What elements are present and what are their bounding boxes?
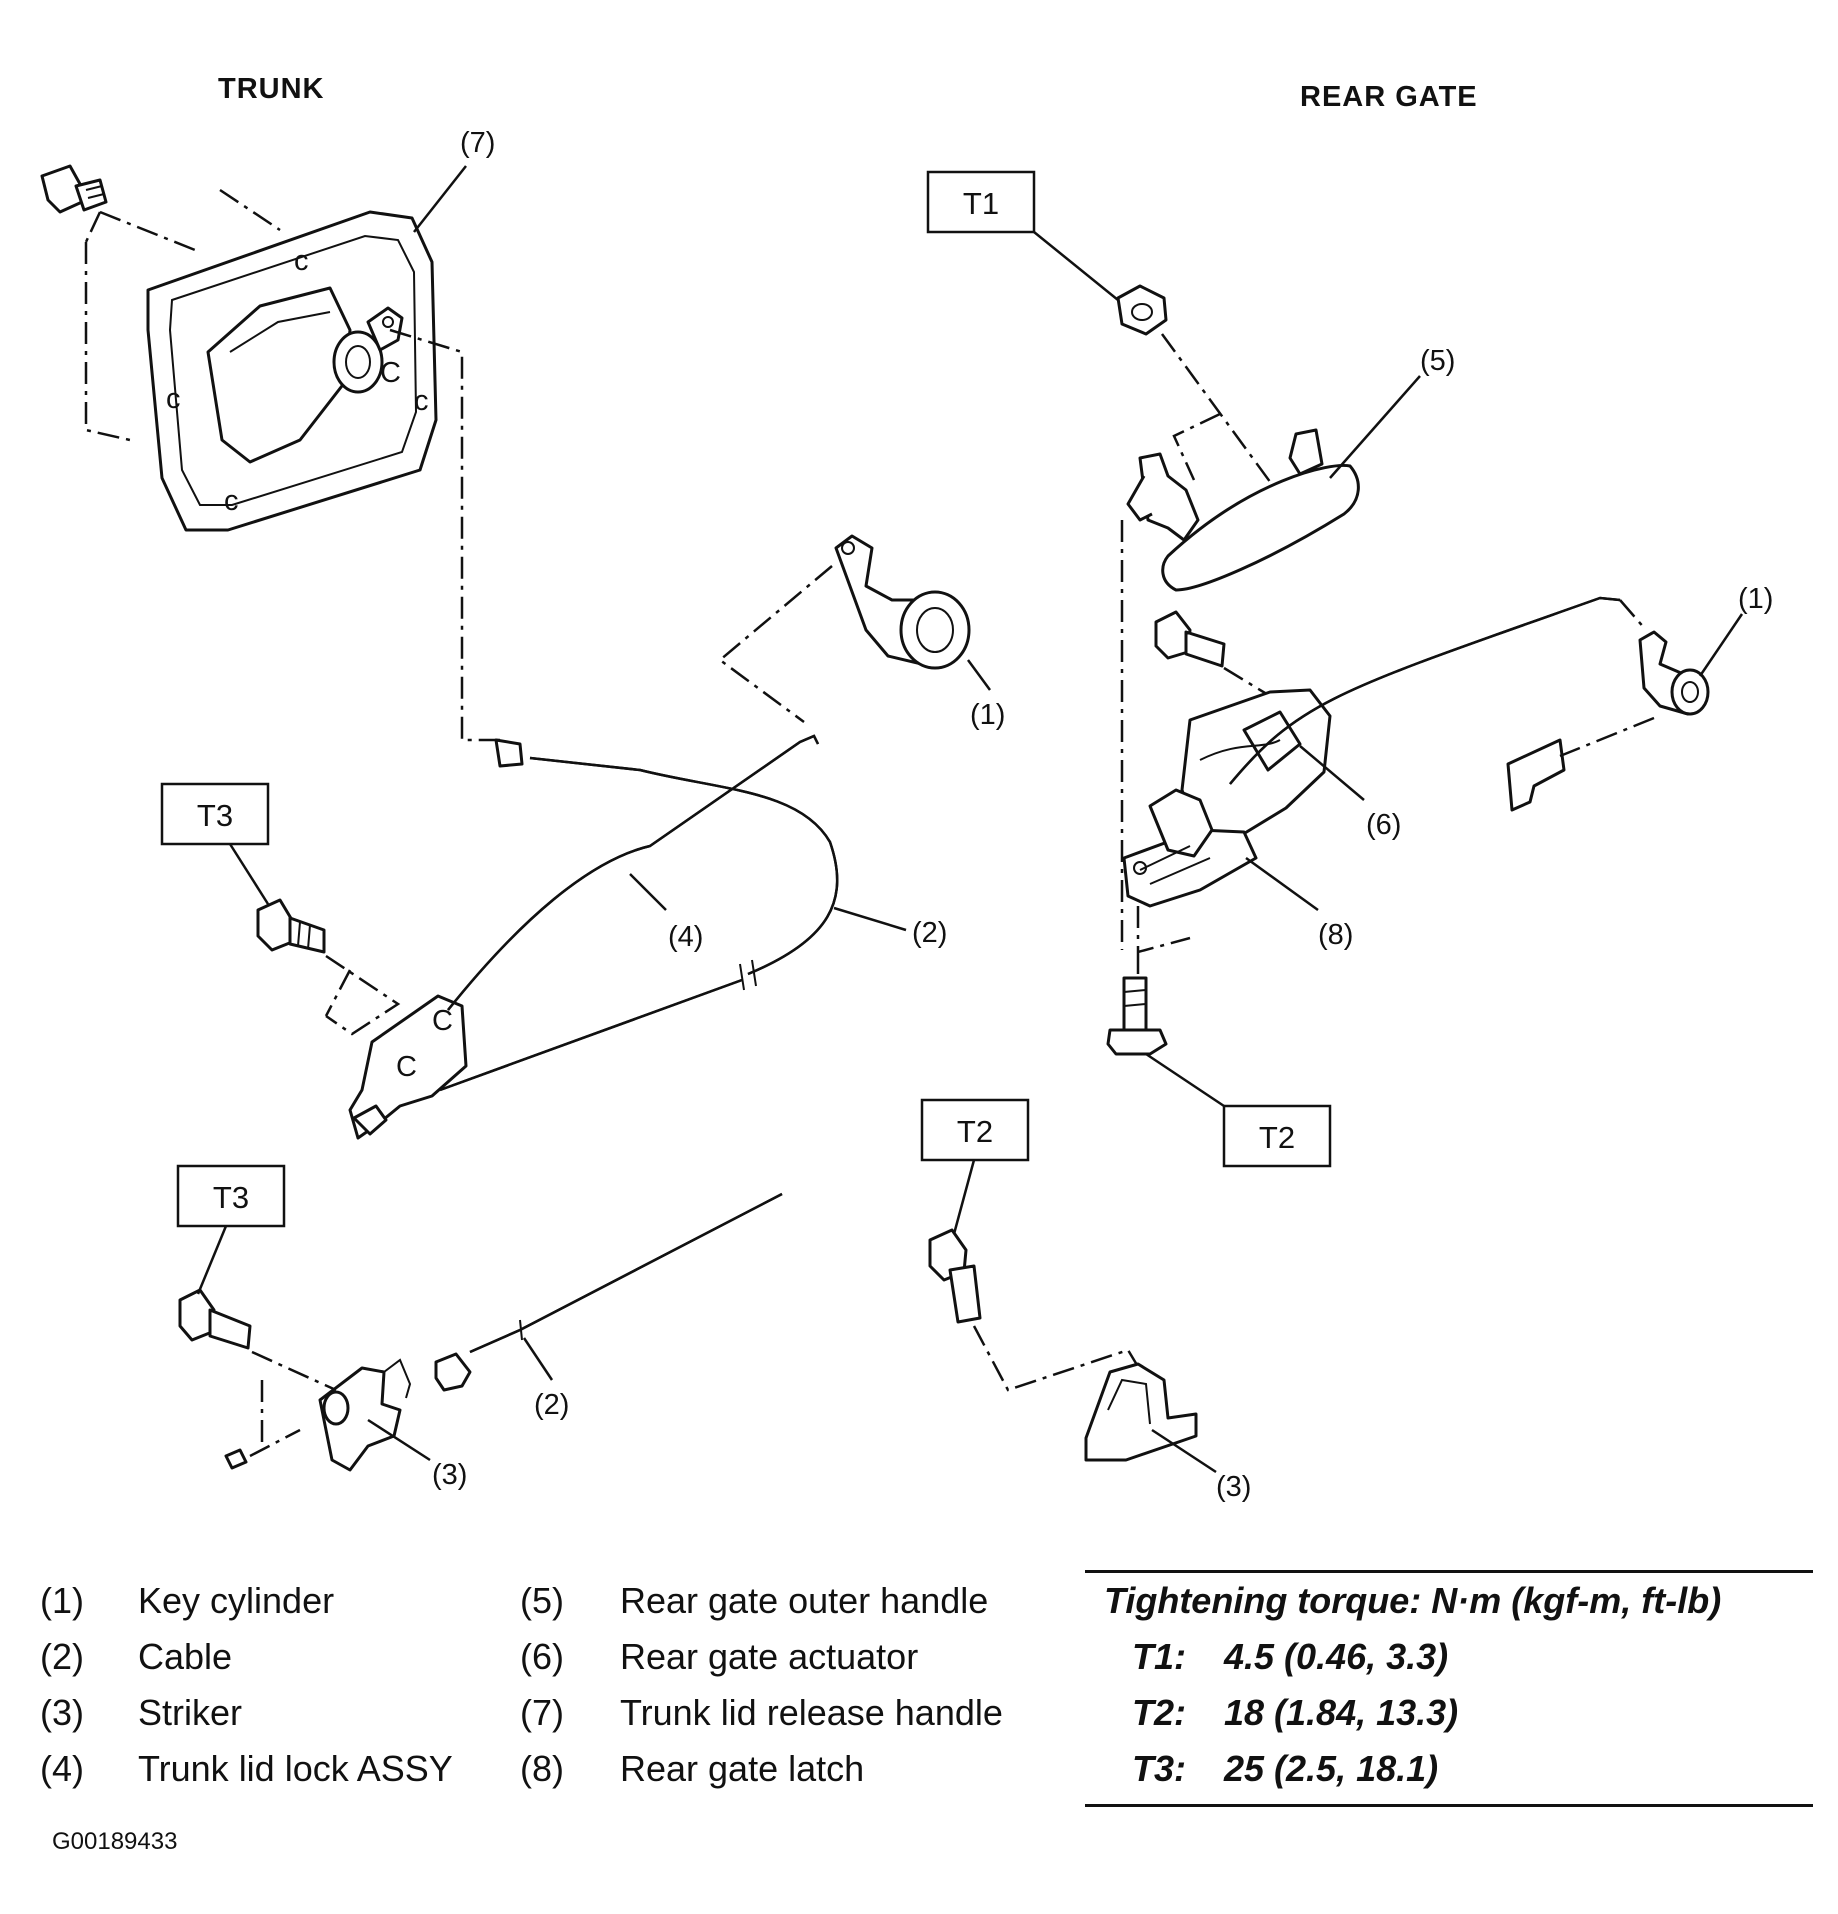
rear-gate-outer-handle-part <box>1126 428 1360 592</box>
t2-bolt-latch-part <box>1106 976 1168 1056</box>
rear-gate-actuator-part <box>1180 596 1621 838</box>
callout-6: (6) <box>1366 809 1401 841</box>
svg-text:C: C <box>432 1005 453 1037</box>
svg-text:T2: T2 <box>957 1114 993 1149</box>
svg-text:C: C <box>396 1051 417 1083</box>
callout-2-lower: (2) <box>534 1389 569 1421</box>
callout-7: (7) <box>460 127 495 159</box>
torque-key-t2: T2: <box>1132 1692 1186 1733</box>
svg-text:T3: T3 <box>197 798 233 833</box>
t1-nut-part <box>1116 284 1168 336</box>
torque-title: Tightening torque: N·m (kgf-m, ft-lb) <box>1104 1580 1722 1621</box>
figure-code: G00189433 <box>52 1828 178 1855</box>
legend-num-1: (1) <box>40 1580 84 1621</box>
rear-gate-latch-part <box>1122 788 1258 908</box>
torque-key-t3: T3: <box>1132 1748 1186 1789</box>
legend-text-6: Rear gate actuator <box>620 1636 919 1677</box>
t3-bolt-lower-part <box>178 1288 252 1350</box>
callout-3-gate: (3) <box>1216 1471 1251 1503</box>
rear-gate-actuator-bolt-part <box>1154 610 1226 668</box>
torque-value-t2: 18 (1.84, 13.3) <box>1224 1692 1459 1733</box>
t2-box-striker: T2 <box>920 1098 1030 1162</box>
legend-num-7: (7) <box>520 1692 564 1733</box>
torque-value-t3: 25 (2.5, 18.1) <box>1224 1748 1439 1789</box>
t2-bolt-striker-part <box>928 1228 982 1324</box>
legend-text-5: Rear gate outer handle <box>620 1580 989 1621</box>
svg-text:T2: T2 <box>1259 1120 1295 1155</box>
svg-text:C: C <box>380 357 401 389</box>
legend-text-3: Striker <box>138 1692 243 1733</box>
legend-num-2: (2) <box>40 1636 84 1677</box>
rear-gate-striker-part <box>1084 1362 1198 1462</box>
svg-text:T3: T3 <box>213 1180 249 1215</box>
callout-4: (4) <box>668 921 703 953</box>
legend-text-7: Trunk lid release handle <box>620 1692 1003 1733</box>
legend-num-5: (5) <box>520 1580 564 1621</box>
rear-gate-key-cylinder-part <box>1506 630 1710 812</box>
svg-text:c: c <box>166 383 181 415</box>
callout-2-upper: (2) <box>912 917 947 949</box>
legend-num-4: (4) <box>40 1748 84 1789</box>
callout-3-trunk: (3) <box>432 1459 467 1491</box>
legend-num-8: (8) <box>520 1748 564 1789</box>
legend-text-8: Rear gate latch <box>620 1748 865 1789</box>
t3-bolt-upper-part <box>256 898 326 954</box>
legend-text-1: Key cylinder <box>138 1580 335 1621</box>
callout-1-gate: (1) <box>1738 583 1773 615</box>
svg-text:c: c <box>224 485 239 517</box>
svg-text:c: c <box>414 385 429 417</box>
torque-table-top-rule <box>1085 1570 1813 1573</box>
t3-box-upper: T3 <box>160 782 270 846</box>
legend-num-6: (6) <box>520 1636 564 1677</box>
t3-box-lower: T3 <box>176 1164 286 1228</box>
legend-text-4: Trunk lid lock ASSY <box>138 1748 453 1789</box>
torque-value-t1: 4.5 (0.46, 3.3) <box>1224 1636 1449 1677</box>
torque-table-bottom-rule <box>1085 1804 1813 1807</box>
trunk-clip-part <box>40 164 108 214</box>
svg-text:c: c <box>294 245 309 277</box>
legend-num-3: (3) <box>40 1692 84 1733</box>
trunk-key-cylinder-part <box>834 534 971 670</box>
t1-box: T1 <box>926 170 1036 234</box>
trunk-lid-release-handle-part: c c c c C <box>146 210 438 532</box>
rear-gate-heading: REAR GATE <box>1300 81 1478 113</box>
trunk-heading: TRUNK <box>218 73 325 105</box>
callout-1-trunk: (1) <box>970 699 1005 731</box>
trunk-lid-lock-assy-part: C C <box>348 734 839 1140</box>
callout-5: (5) <box>1420 345 1455 377</box>
trunk-striker-part <box>224 1358 412 1472</box>
trunk-cable-lower-part <box>434 1192 783 1392</box>
legend-text-2: Cable <box>138 1636 233 1677</box>
callout-8: (8) <box>1318 919 1353 951</box>
torque-key-t1: T1: <box>1132 1636 1186 1677</box>
t2-box-latch: T2 <box>1222 1104 1332 1168</box>
svg-text:T1: T1 <box>963 186 999 221</box>
